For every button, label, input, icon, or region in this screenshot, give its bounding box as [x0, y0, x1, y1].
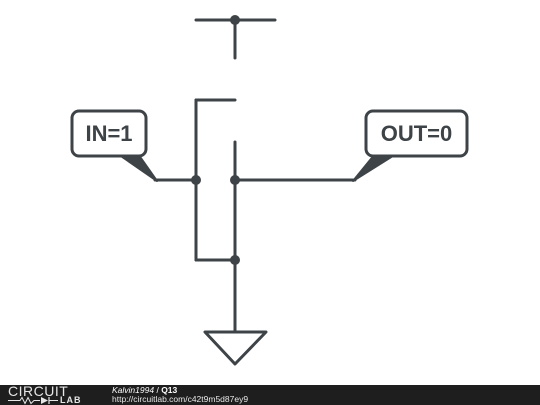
circuit-url-link[interactable]: http://circuitlab.com/c42t9m5d87ey9	[112, 394, 249, 404]
logo-bottom-row: LAB	[8, 396, 104, 405]
resistor-diode-icon	[8, 396, 58, 405]
author-link[interactable]: Kalvin1994	[112, 385, 155, 395]
circuit-meta: Kalvin1994 / Q13 http://circuitlab.com/c…	[112, 386, 248, 404]
logo-text-bottom: LAB	[60, 395, 82, 405]
schematic-svg: IN=1 OUT=0	[70, 15, 469, 366]
in-label: IN=1	[85, 121, 132, 146]
circuitlab-logo[interactable]: CIRCUIT LAB	[8, 383, 104, 405]
out-label-callout: OUT=0	[352, 109, 469, 182]
meta-separator: /	[156, 385, 159, 395]
logo-text-top: CIRCUIT	[8, 383, 69, 399]
in-label-callout: IN=1	[70, 109, 158, 182]
out-label: OUT=0	[381, 121, 453, 146]
input-junction	[191, 175, 201, 185]
ground-symbol	[203, 330, 268, 366]
circuit-title: Q13	[161, 385, 178, 395]
schematic-canvas: IN=1 OUT=0	[70, 15, 469, 366]
ground-junction	[230, 255, 240, 265]
supply-junction	[230, 15, 240, 25]
output-junction	[230, 175, 240, 185]
footer-bar: CIRCUIT LAB Kalvin1994 / Q13 http://circ…	[0, 383, 540, 405]
